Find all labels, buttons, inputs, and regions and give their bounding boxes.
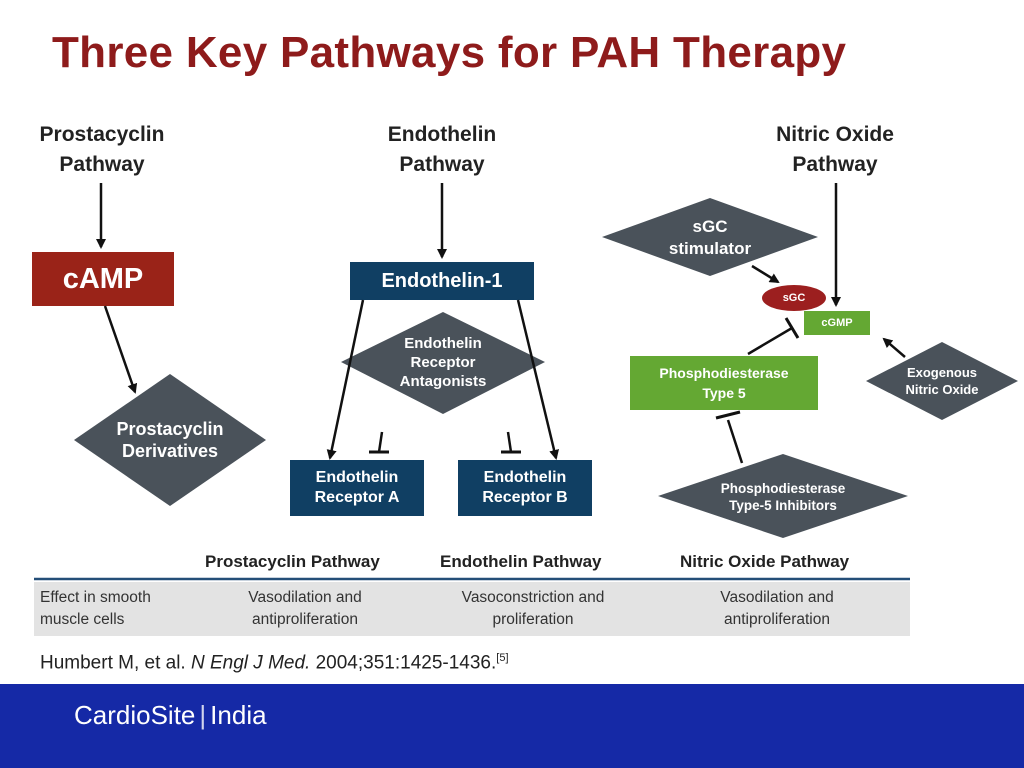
citation-authors: Humbert M, et al. [40, 652, 191, 674]
citation-journal: N Engl J Med. [191, 652, 311, 674]
endothelin-antagonists-diamond [341, 312, 545, 414]
camp-label: cAMP [62, 262, 144, 295]
receptor-a-box [290, 460, 424, 516]
table-row-band [34, 582, 910, 636]
arrow-et1-to-receptor-a [326, 299, 365, 460]
prostacyclin-derivatives-diamond [74, 374, 266, 506]
exogenous-no-label: Exogenous Nitric Oxide [890, 362, 994, 400]
citation: Humbert M, et al. N Engl J Med. 2004;351… [40, 652, 509, 674]
citation-rest: 2004;351:1425-1436. [310, 652, 497, 674]
cell-nitric-oxide-line2: antiproliferation [724, 611, 830, 628]
receptor-b-box [458, 460, 592, 516]
receptor-a-line2: Receptor A [314, 489, 400, 506]
cell-nitric-oxide-line1: Vasodilation and [720, 589, 834, 606]
table-cell-prostacyclin: Vasodilation and antiproliferation [210, 587, 400, 631]
prostacyclin-label-line2: Pathway [59, 153, 145, 176]
table-cell-endothelin: Vasoconstriction and proliferation [428, 587, 638, 631]
pde5i-line2: Type-5 Inhibitors [729, 498, 837, 513]
footer-bar [0, 684, 1024, 768]
receptor-a-line1: Endothelin [315, 469, 399, 486]
pde5-label: Phosphodiesterase Type 5 [630, 356, 818, 410]
exo-line2: Nitric Oxide [905, 382, 979, 397]
pde5-inhibitors-diamond [658, 454, 908, 538]
endothelin-1-box [350, 262, 534, 300]
endothelin-antagonists-label: Endothelin Receptor Antagonists [383, 330, 503, 394]
receptor-b-line2: Receptor B [482, 489, 568, 506]
inhibit-receptor-b-stem [506, 431, 513, 453]
endothelin-label-line2: Pathway [399, 153, 485, 176]
camp-box [32, 252, 174, 306]
sgc-stim-line2: stimulator [668, 239, 752, 258]
row-label-line2: muscle cells [40, 611, 125, 628]
sgc-ellipse [762, 285, 826, 311]
prostacyclin-pathway-label: Prostacyclin Pathway [22, 120, 182, 180]
footer-brand-name: CardioSite [74, 700, 196, 730]
sgc-stimulator-diamond [602, 198, 818, 276]
arrow-camp-to-derivatives [103, 305, 138, 394]
inhibit-pde5-to-cgmp-bar [784, 317, 800, 339]
endothelin-pathway-label: Endothelin Pathway [362, 120, 522, 180]
table-header-endothelin: Endothelin Pathway [440, 552, 602, 571]
pde5-line1: Phosphodiesterase [659, 365, 789, 381]
sgc-stimulator-label: sGC stimulator [650, 214, 770, 262]
table-row-label: Effect in smooth muscle cells [40, 587, 190, 631]
inhibit-pde5i-bar [715, 410, 741, 420]
footer-brand-region: India [210, 700, 267, 730]
nitric-oxide-label-line1: Nitric Oxide [776, 123, 894, 146]
inhibit-receptor-a-stem [377, 431, 384, 453]
endothelin-label-line1: Endothelin [387, 123, 497, 146]
table-header-prostacyclin: Prostacyclin Pathway [205, 552, 380, 571]
arrow-stimulator-to-sgc [751, 264, 780, 284]
footer-brand: CardioSite|India [74, 700, 267, 730]
endothelin-1-label: Endothelin-1 [381, 269, 503, 292]
receptor-b-label: Endothelin Receptor B [458, 460, 592, 516]
exogenous-no-diamond [866, 342, 1018, 420]
table-cell-nitric-oxide: Vasodilation and antiproliferation [682, 587, 872, 631]
slide-title: Three Key Pathways for PAH Therapy [52, 28, 847, 77]
cgmp-label: cGMP [821, 317, 853, 329]
eta-line2: Receptor [410, 353, 476, 371]
sgc-stim-line1: sGC [692, 217, 728, 236]
pde5-inhibitors-label: Phosphodiesterase Type-5 Inhibitors [703, 478, 863, 516]
inhibit-pde5i-stem [726, 419, 744, 464]
row-label-line1: Effect in smooth [40, 589, 151, 606]
citation-ref: [5] [496, 652, 509, 664]
cell-prostacyclin-line2: antiproliferation [252, 611, 358, 628]
inhibit-pde5-to-cgmp-stem [747, 326, 793, 356]
nitric-oxide-pathway-label: Nitric Oxide Pathway [750, 120, 920, 180]
eta-line1: Endothelin [404, 334, 482, 352]
table-header-nitric-oxide: Nitric Oxide Pathway [680, 552, 850, 571]
receptor-a-label: Endothelin Receptor A [290, 460, 424, 516]
cell-prostacyclin-line1: Vasodilation and [248, 589, 362, 606]
exo-line1: Exogenous [906, 365, 978, 380]
pde5-line2: Type 5 [702, 385, 746, 401]
pde5-box [630, 356, 818, 410]
cell-endothelin-line2: proliferation [492, 611, 574, 628]
arrow-et1-to-receptor-b [516, 299, 559, 460]
arrow-exogenous-to-cgmp [882, 337, 906, 358]
eta-line3: Antagonists [399, 372, 487, 390]
pde5i-line1: Phosphodiesterase [720, 481, 846, 496]
sgc-label: sGC [782, 292, 806, 304]
receptor-b-line1: Endothelin [483, 469, 567, 486]
cell-endothelin-line1: Vasoconstriction and [461, 589, 605, 606]
cgmp-box [804, 311, 870, 335]
prostacyclin-derivatives-label: Prostacyclin Derivatives [116, 419, 224, 461]
nitric-oxide-label-line2: Pathway [792, 153, 878, 176]
prostacyclin-label-line1: Prostacyclin [39, 123, 165, 146]
